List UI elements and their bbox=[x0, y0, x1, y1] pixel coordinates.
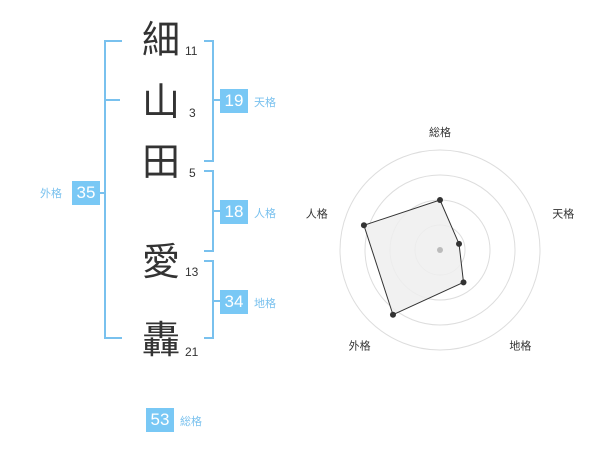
gaikaku-score: 35 bbox=[72, 181, 100, 205]
stroke-count-1: 11 bbox=[185, 44, 198, 58]
jinkaku-label: 人格 bbox=[254, 207, 276, 220]
radar-polygon bbox=[363, 199, 465, 316]
gaikaku-bracket-tick bbox=[104, 99, 120, 101]
gaikaku-label: 外格 bbox=[40, 187, 62, 200]
radar-axis-label-3: 地格 bbox=[509, 338, 531, 352]
radar-point-4 bbox=[389, 311, 396, 318]
soukaku-label: 総格 bbox=[180, 415, 202, 428]
jinkaku-score: 18 bbox=[220, 200, 248, 224]
radar-center-dot bbox=[437, 247, 443, 253]
radar-axis-label-2: 天格 bbox=[552, 207, 574, 221]
chikaku-bracket bbox=[204, 260, 214, 339]
name-char-1: 細 bbox=[141, 18, 180, 62]
radar-ring-4 bbox=[339, 149, 541, 351]
tenkaku-bracket bbox=[204, 40, 214, 162]
radar-axis-label-1: 総格 bbox=[429, 125, 451, 139]
name-char-5: 轟 bbox=[141, 318, 180, 362]
tenkaku-bracket-connector bbox=[212, 99, 220, 101]
stroke-count-5: 21 bbox=[185, 345, 199, 359]
chikaku-bracket-connector bbox=[212, 300, 220, 302]
name-char-3: 田 bbox=[141, 140, 180, 184]
name-char-2: 山 bbox=[141, 80, 180, 124]
radar-point-3 bbox=[460, 279, 467, 286]
stroke-count-3: 5 bbox=[189, 166, 196, 180]
radar-ring-3 bbox=[364, 174, 516, 326]
soukaku-score: 53 bbox=[146, 408, 174, 432]
chikaku-score: 34 bbox=[220, 290, 248, 314]
stroke-count-2: 3 bbox=[189, 106, 196, 120]
radar-point-5 bbox=[360, 222, 367, 229]
tenkaku-score: 19 bbox=[220, 89, 248, 113]
gaikaku-bracket-connector bbox=[98, 192, 106, 194]
tenkaku-label: 天格 bbox=[254, 96, 276, 109]
radar-axis-label-5: 人格 bbox=[306, 207, 328, 221]
radar-axis-label-4: 外格 bbox=[349, 338, 371, 352]
jinkaku-bracket-connector bbox=[212, 210, 220, 212]
radar-point-2 bbox=[456, 240, 463, 247]
gaikaku-bracket bbox=[104, 40, 122, 339]
name-char-4: 愛 bbox=[141, 240, 180, 284]
chikaku-label: 地格 bbox=[254, 297, 276, 310]
radar-point-1 bbox=[437, 197, 443, 203]
stroke-count-4: 13 bbox=[185, 265, 199, 279]
